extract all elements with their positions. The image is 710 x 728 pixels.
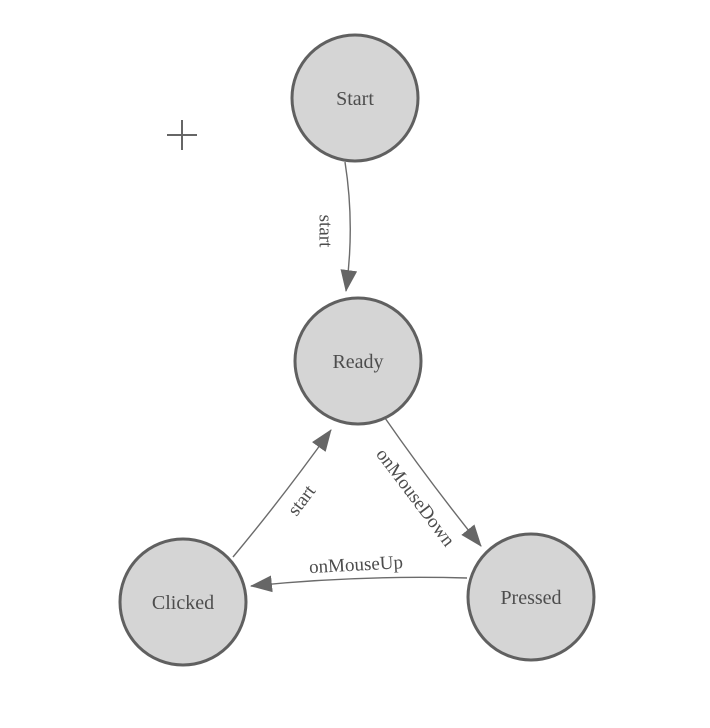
state-node-clicked[interactable] [118,537,248,667]
state-label-start: Start [336,88,374,110]
state-label-ready: Ready [332,351,383,373]
state-node-ready[interactable] [293,296,423,426]
edge-pressed-to-clicked[interactable] [249,575,468,593]
edge-ready-to-pressed[interactable] [384,417,482,547]
state-label-pressed: Pressed [500,587,561,609]
edge-label-pressed-to-clicked: onMouseUp [309,552,404,578]
plus-crosshair-icon [167,120,197,150]
state-node-pressed[interactable] [466,532,596,662]
edge-label-start-to-ready: start [314,215,335,248]
state-label-clicked: Clicked [152,592,214,614]
edge-clicked-to-ready[interactable] [232,429,332,558]
edge-start-to-ready[interactable] [340,161,358,293]
state-node-start[interactable] [290,33,420,163]
